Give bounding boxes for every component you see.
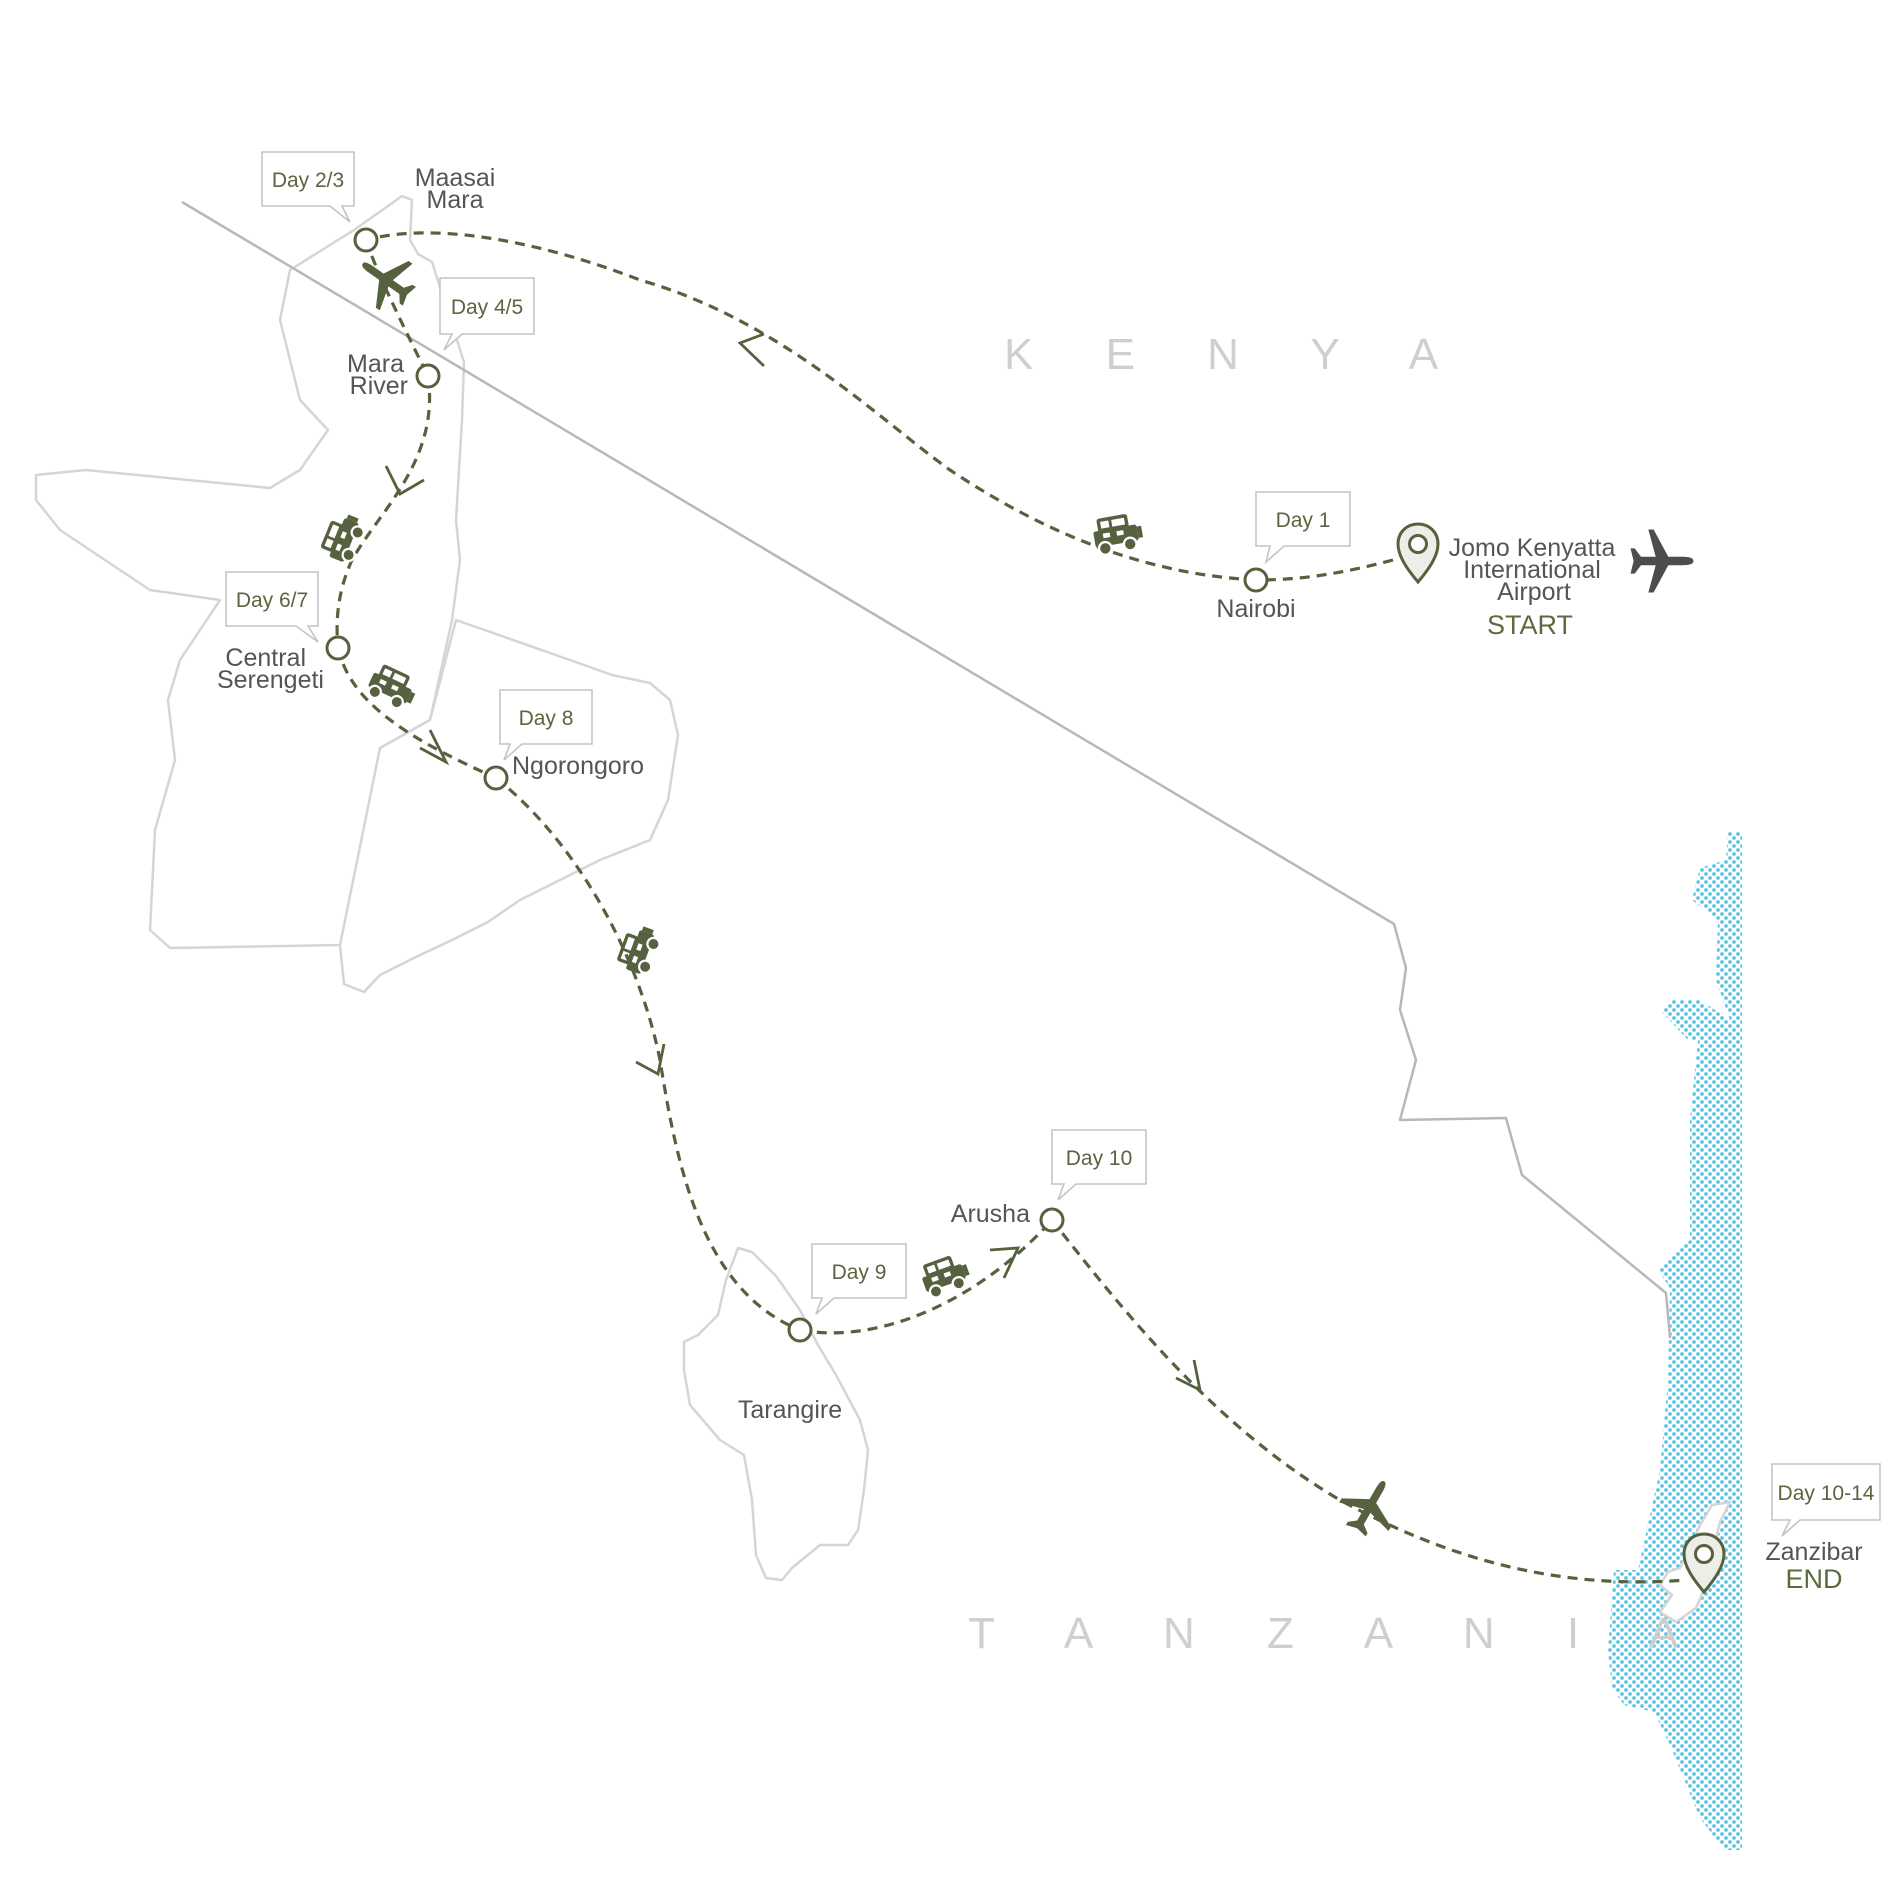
start-location-pin-icon[interactable] [1396, 522, 1440, 584]
place-label-airport: International [1463, 556, 1601, 584]
place-label-tarangire: Tarangire [738, 1396, 842, 1424]
direction-arrow [989, 1246, 1021, 1279]
place-label-maasai-mara: Maasai [415, 164, 496, 192]
day-bubble-maasai-mara: Day 2/3 [261, 151, 355, 223]
day-bubble-zanzibar: Day 10-14 [1771, 1463, 1881, 1537]
day-bubble-ngorongoro: Day 8 [499, 689, 593, 761]
stop-marker-ngorongoro[interactable] [483, 765, 509, 791]
place-label-airport: Jomo Kenyatta [1449, 534, 1616, 562]
day-label: Day 2/3 [272, 169, 344, 192]
stop-marker-nairobi[interactable] [1243, 567, 1269, 593]
stop-marker-tarangire[interactable] [787, 1317, 813, 1343]
day-label: Day 4/5 [451, 296, 523, 319]
route-leg-central-serengeti-ngorongoro [336, 647, 497, 780]
day-label: Day 1 [1276, 509, 1331, 532]
stop-marker-mara-river[interactable] [415, 363, 441, 389]
stops [325, 227, 1269, 1343]
place-label-maasai-mara: Mara [427, 186, 484, 214]
safari-vehicle-icon [614, 920, 666, 979]
ngorongoro-region [338, 618, 680, 994]
direction-arrow [737, 332, 765, 368]
route-leg-maasai-mara-mara-river [364, 239, 430, 377]
day-label: Day 8 [519, 707, 574, 730]
stop-marker-maasai-mara[interactable] [353, 227, 379, 253]
place-label-nairobi: Nairobi [1216, 595, 1295, 623]
stop-marker-central-serengeti[interactable] [325, 635, 351, 661]
direction-arrows [384, 332, 1202, 1393]
day-bubble-central-serengeti: Day 6/7 [225, 571, 319, 643]
place-label-arusha: Arusha [951, 1200, 1030, 1228]
airplane-icon [1331, 1467, 1409, 1545]
kenya-tanzania-border [181, 200, 1672, 1339]
place-label-zanzibar: Zanzibar [1765, 1538, 1862, 1566]
place-label-central-serengeti: Central [225, 644, 306, 672]
day-bubble-tarangire: Day 9 [811, 1243, 907, 1315]
day-label: Day 9 [832, 1261, 887, 1284]
country-label-tanzania: T A N Z A N I A [968, 1609, 1708, 1658]
place-labels: Nairobi Maasai Mara Mara River Central S… [217, 164, 1863, 1594]
route-leg-tarangire-arusha [799, 1218, 1054, 1335]
day-label: Day 6/7 [236, 589, 308, 612]
route-leg-mara-river-central-serengeti [335, 375, 432, 649]
route-leg-airport-nairobi [1255, 558, 1394, 582]
direction-arrow [419, 729, 450, 766]
place-label-ngorongoro: Ngorongoro [512, 752, 644, 780]
place-label-mara-river: Mara [347, 350, 404, 378]
place-label-mara-river: River [350, 372, 408, 400]
end-status-label: END [1785, 1564, 1842, 1594]
day-bubble-nairobi: Day 1 [1255, 491, 1351, 565]
place-label-airport: Airport [1497, 578, 1571, 606]
base-map [34, 194, 1742, 1850]
direction-arrow [384, 465, 425, 496]
route-leg-arusha-zanzibar [1050, 1219, 1687, 1584]
day-label: Day 10 [1066, 1147, 1133, 1170]
stop-marker-arusha[interactable] [1039, 1207, 1065, 1233]
direction-arrow [1175, 1359, 1202, 1393]
route [335, 231, 1687, 1584]
day-bubble-mara-river: Day 4/5 [439, 277, 535, 351]
airport-airplane-icon [1630, 529, 1694, 593]
start-status-label: START [1487, 610, 1573, 640]
indian-ocean [1608, 832, 1742, 1850]
place-label-central-serengeti: Serengeti [217, 666, 324, 694]
safari-vehicle-icon [1089, 511, 1147, 558]
direction-arrow [635, 1043, 666, 1077]
day-bubble-arusha: Day 10 [1051, 1129, 1147, 1201]
tarangire-region [682, 1246, 870, 1582]
day-bubbles: Day 1 Day 2/3 Day 4/5 Day 6/7 Day 8 Day … [225, 151, 1881, 1537]
country-label-kenya: K E N Y A [1004, 330, 1468, 379]
day-label: Day 10-14 [1778, 1482, 1875, 1505]
